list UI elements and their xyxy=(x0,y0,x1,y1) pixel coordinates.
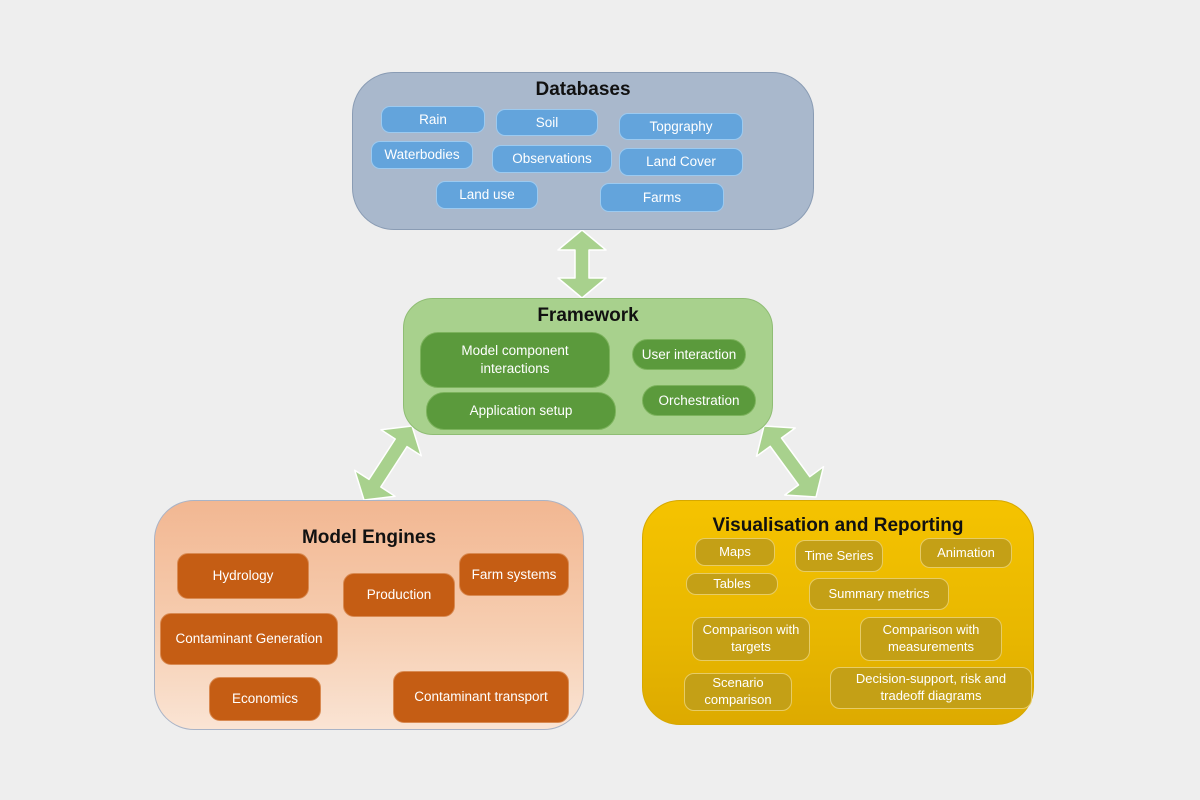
fw-item-user-interaction: User interaction xyxy=(632,339,746,370)
db-item-topography: Topgraphy xyxy=(619,113,743,140)
vis-item-summary-metrics: Summary metrics xyxy=(809,578,949,610)
model-engines-group: Model Engines Hydrology Production Farm … xyxy=(154,500,584,730)
vis-item-maps: Maps xyxy=(695,538,775,566)
arrow-framework-visualisation xyxy=(755,425,825,498)
fw-item-application-setup: Application setup xyxy=(426,392,616,430)
databases-group: Databases Rain Soil Topgraphy Waterbodie… xyxy=(352,72,814,230)
vis-item-tables: Tables xyxy=(686,573,778,595)
vis-item-scenario-comparison: Scenario comparison xyxy=(684,673,792,711)
framework-group: Framework Model component interactions U… xyxy=(403,298,773,435)
visualisation-group: Visualisation and Reporting Maps Time Se… xyxy=(642,500,1034,725)
db-item-land-use: Land use xyxy=(436,181,538,209)
db-item-waterbodies: Waterbodies xyxy=(371,141,473,169)
me-item-contaminant-generation: Contaminant Generation xyxy=(160,613,338,665)
databases-title: Databases xyxy=(535,79,631,100)
vis-item-comparison-with-targets: Comparison with targets xyxy=(692,617,810,661)
visualisation-title: Visualisation and Reporting xyxy=(712,515,964,536)
fw-item-orchestration: Orchestration xyxy=(642,385,756,416)
me-item-hydrology: Hydrology xyxy=(177,553,309,599)
vis-item-decision-support: Decision-support, risk and tradeoff diag… xyxy=(830,667,1032,709)
db-item-soil: Soil xyxy=(496,109,598,136)
me-item-production: Production xyxy=(343,573,455,617)
db-item-farms: Farms xyxy=(600,183,724,212)
vis-item-animation: Animation xyxy=(920,538,1012,568)
arrow-framework-model-engines xyxy=(353,425,423,501)
me-item-contaminant-transport: Contaminant transport xyxy=(393,671,569,723)
fw-item-model-component-interactions: Model component interactions xyxy=(420,332,610,388)
arrow-databases-framework xyxy=(557,229,607,299)
vis-item-comparison-with-measurements: Comparison with measurements xyxy=(860,617,1002,661)
framework-title: Framework xyxy=(537,305,639,326)
vis-item-time-series: Time Series xyxy=(795,540,883,572)
db-item-land-cover: Land Cover xyxy=(619,148,743,176)
me-item-economics: Economics xyxy=(209,677,321,721)
model-engines-title: Model Engines xyxy=(301,527,437,548)
me-item-farm-systems: Farm systems xyxy=(459,553,569,596)
db-item-rain: Rain xyxy=(381,106,485,133)
db-item-observations: Observations xyxy=(492,145,612,173)
